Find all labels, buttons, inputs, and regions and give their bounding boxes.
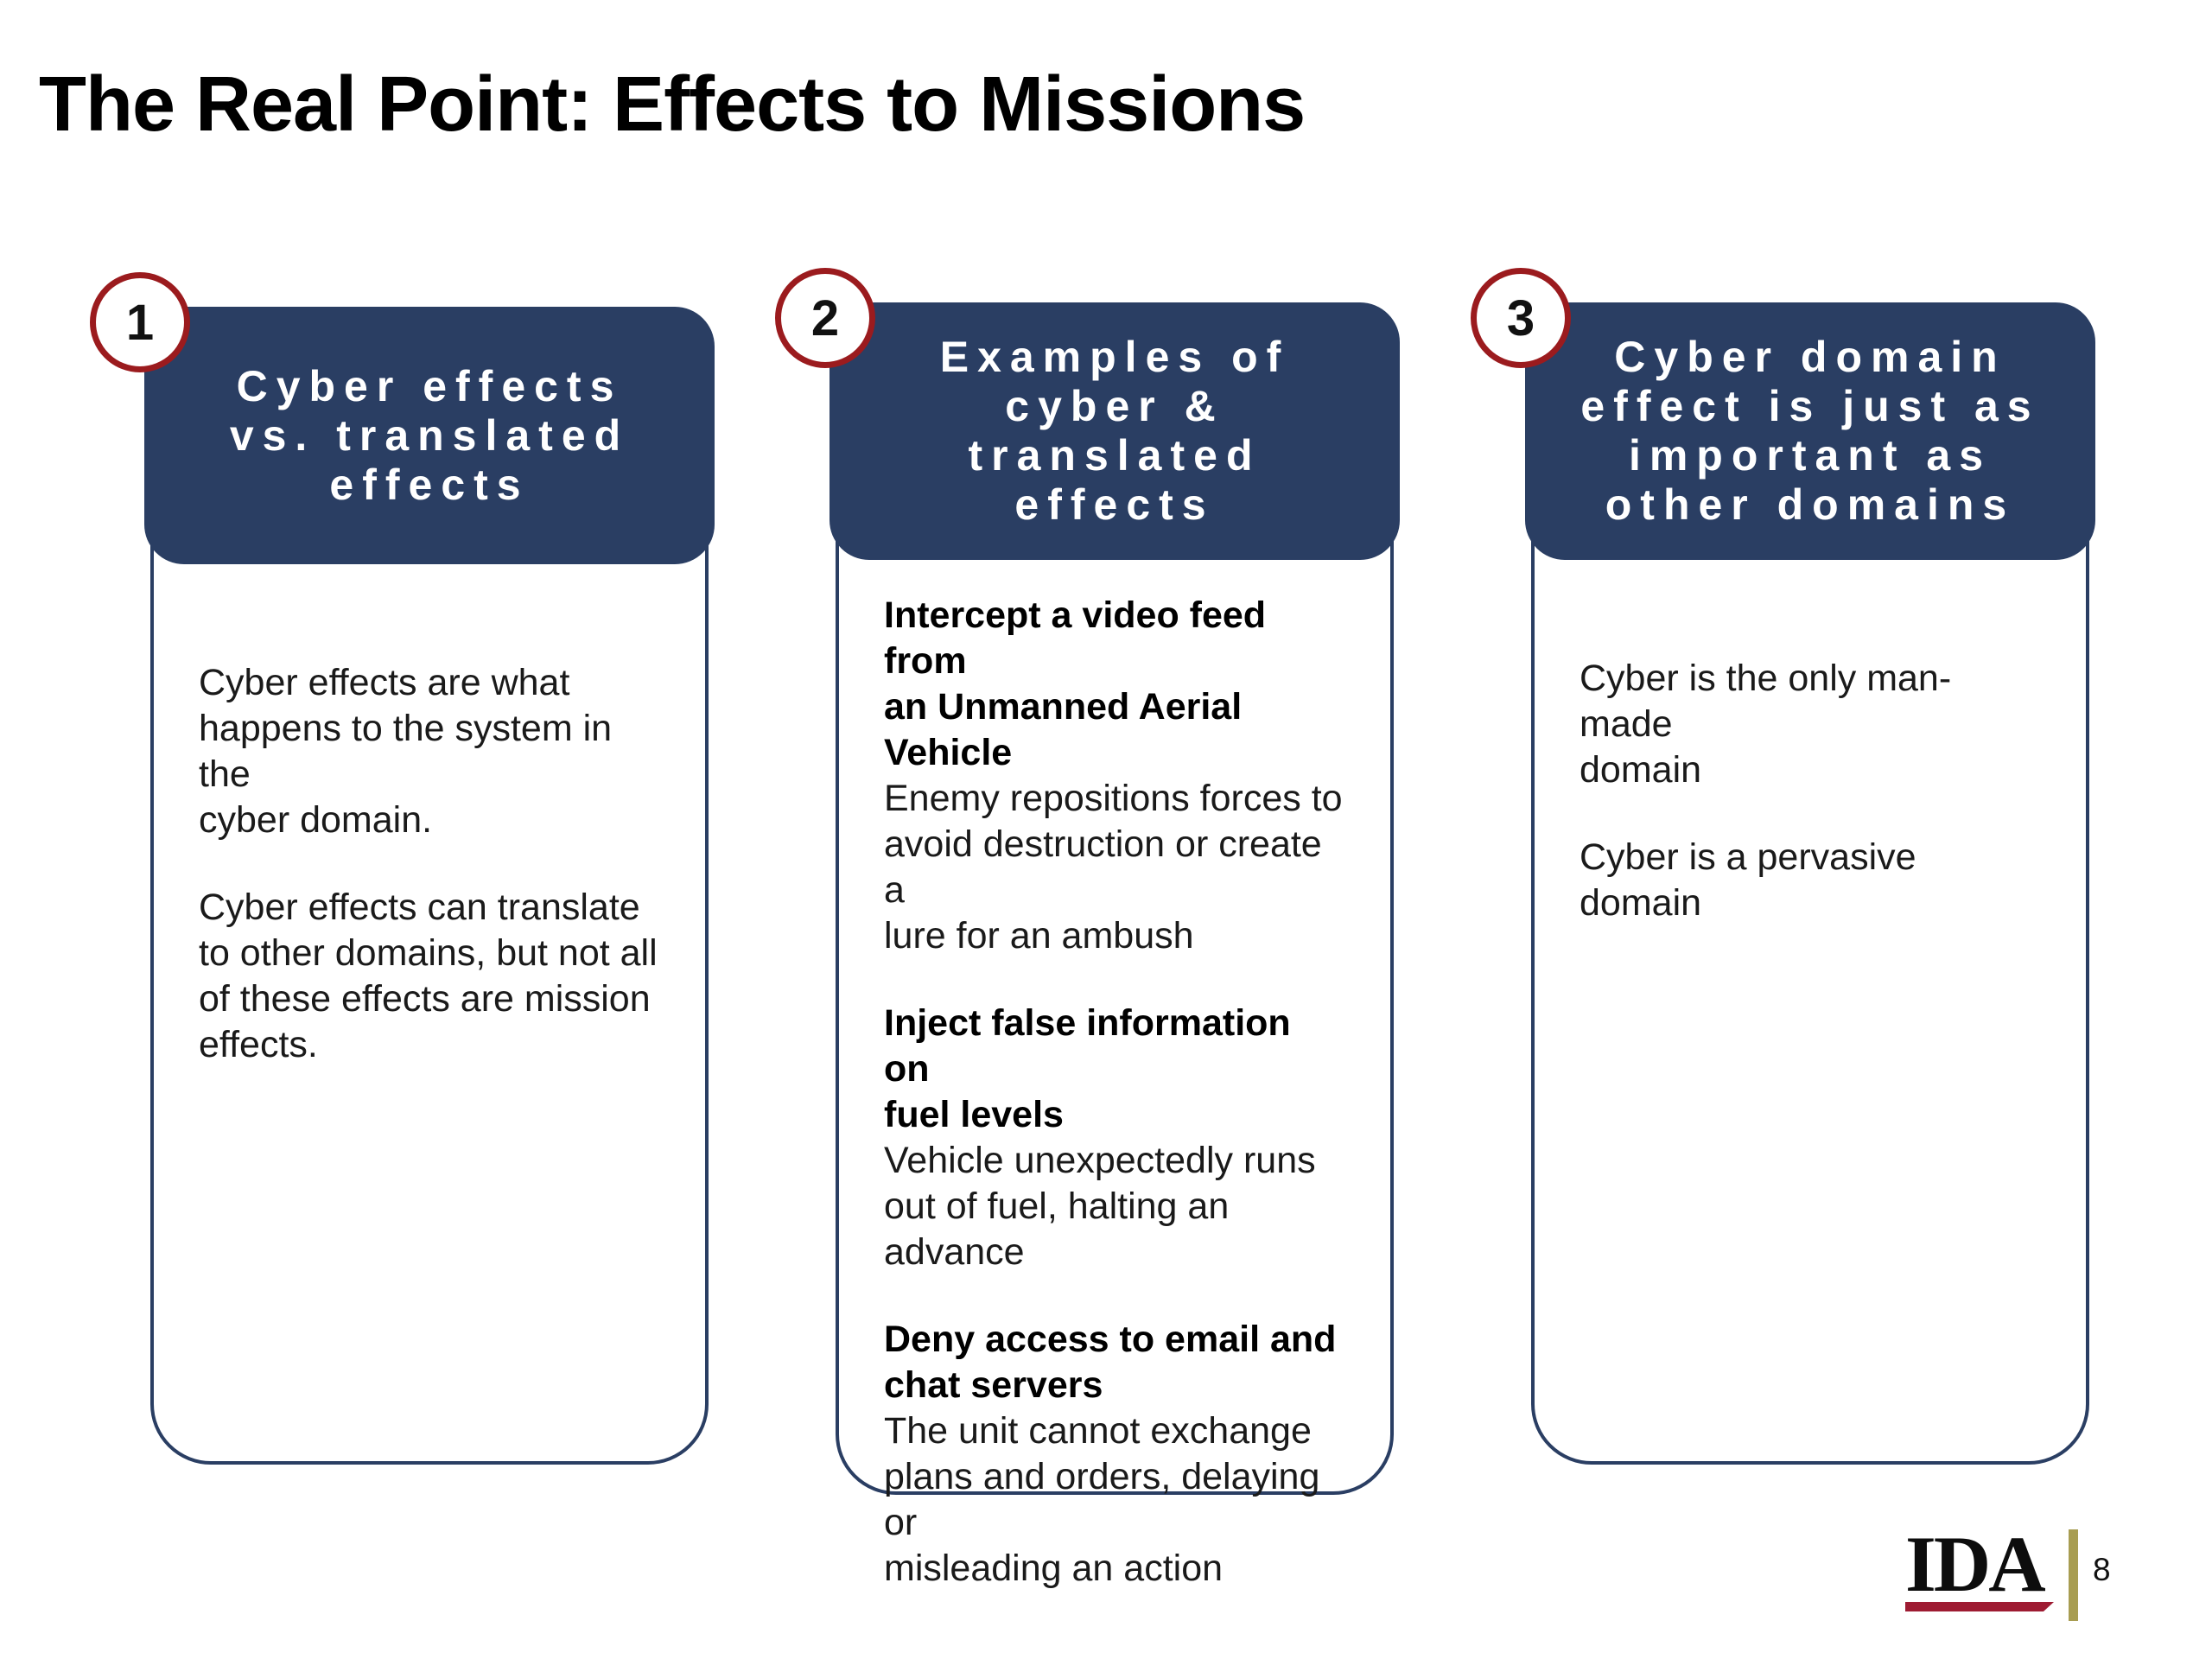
body-paragraph: Cyber is the only man-made domain [1580, 656, 2041, 793]
paragraph-text: Enemy repositions forces to avoid destru… [884, 778, 1343, 957]
paragraph-text: The unit cannot exchange plans and order… [884, 1410, 1320, 1589]
example-heading: Intercept a video feed from an Unmanned … [884, 594, 1267, 773]
card-header: Cyber effects vs. translated effects [144, 307, 715, 564]
paragraph-text: Cyber is the only man-made domain [1580, 658, 1952, 791]
badge-number: 1 [125, 294, 155, 351]
card-header-text: Cyber effects vs. translated effects [229, 361, 630, 509]
ida-logo-underline [1905, 1602, 2054, 1611]
number-badge-3: 3 [1471, 268, 1571, 368]
badge-number: 3 [1506, 289, 1535, 346]
card-body: Cyber effects are what happens to the sy… [150, 436, 709, 1465]
body-paragraph: Cyber is a pervasive domain [1580, 835, 2041, 926]
card-cyber-effects-vs-translated: 1 Cyber effects vs. translated effects C… [90, 272, 715, 1465]
badge-number: 2 [810, 289, 840, 346]
card-header: Examples of cyber & translated effects [830, 302, 1400, 560]
card-header: Cyber domain effect is just as important… [1525, 302, 2095, 560]
ida-logo-text: IDA [1905, 1520, 2046, 1608]
card-header-text: Examples of cyber & translated effects [939, 333, 1290, 529]
page-title: The Real Point: Effects to Missions [39, 61, 1306, 148]
page-number: 8 [2093, 1552, 2111, 1587]
ida-logo: IDA [1905, 1520, 2069, 1611]
card-header-text: Cyber domain effect is just as important… [1580, 333, 2040, 529]
card-body: Intercept a video feed from an Unmanned … [836, 432, 1394, 1589]
paragraph-text: Vehicle unexpectedly runs out of fuel, h… [884, 1140, 1316, 1273]
paragraph-text: Cyber is a pervasive domain [1580, 836, 1916, 924]
paragraph-text: Cyber effects can translate to other dom… [199, 887, 658, 1065]
paragraph-text: Cyber effects are what happens to the sy… [199, 662, 613, 841]
body-paragraph: Cyber effects are what happens to the sy… [199, 660, 660, 843]
body-paragraph: Intercept a video feed from an Unmanned … [884, 593, 1345, 959]
number-badge-1: 1 [90, 272, 190, 372]
number-badge-2: 2 [775, 268, 875, 368]
logo-divider-bar [2069, 1529, 2078, 1621]
example-heading: Deny access to email and chat servers [884, 1319, 1337, 1406]
card-examples-of-effects: 2 Examples of cyber & translated effects… [775, 268, 1400, 1589]
example-heading: Inject false information on fuel levels [884, 1002, 1291, 1135]
card-cyber-domain-importance: 3 Cyber domain effect is just as importa… [1471, 268, 2095, 1465]
body-paragraph: Cyber effects can translate to other dom… [199, 885, 660, 1068]
